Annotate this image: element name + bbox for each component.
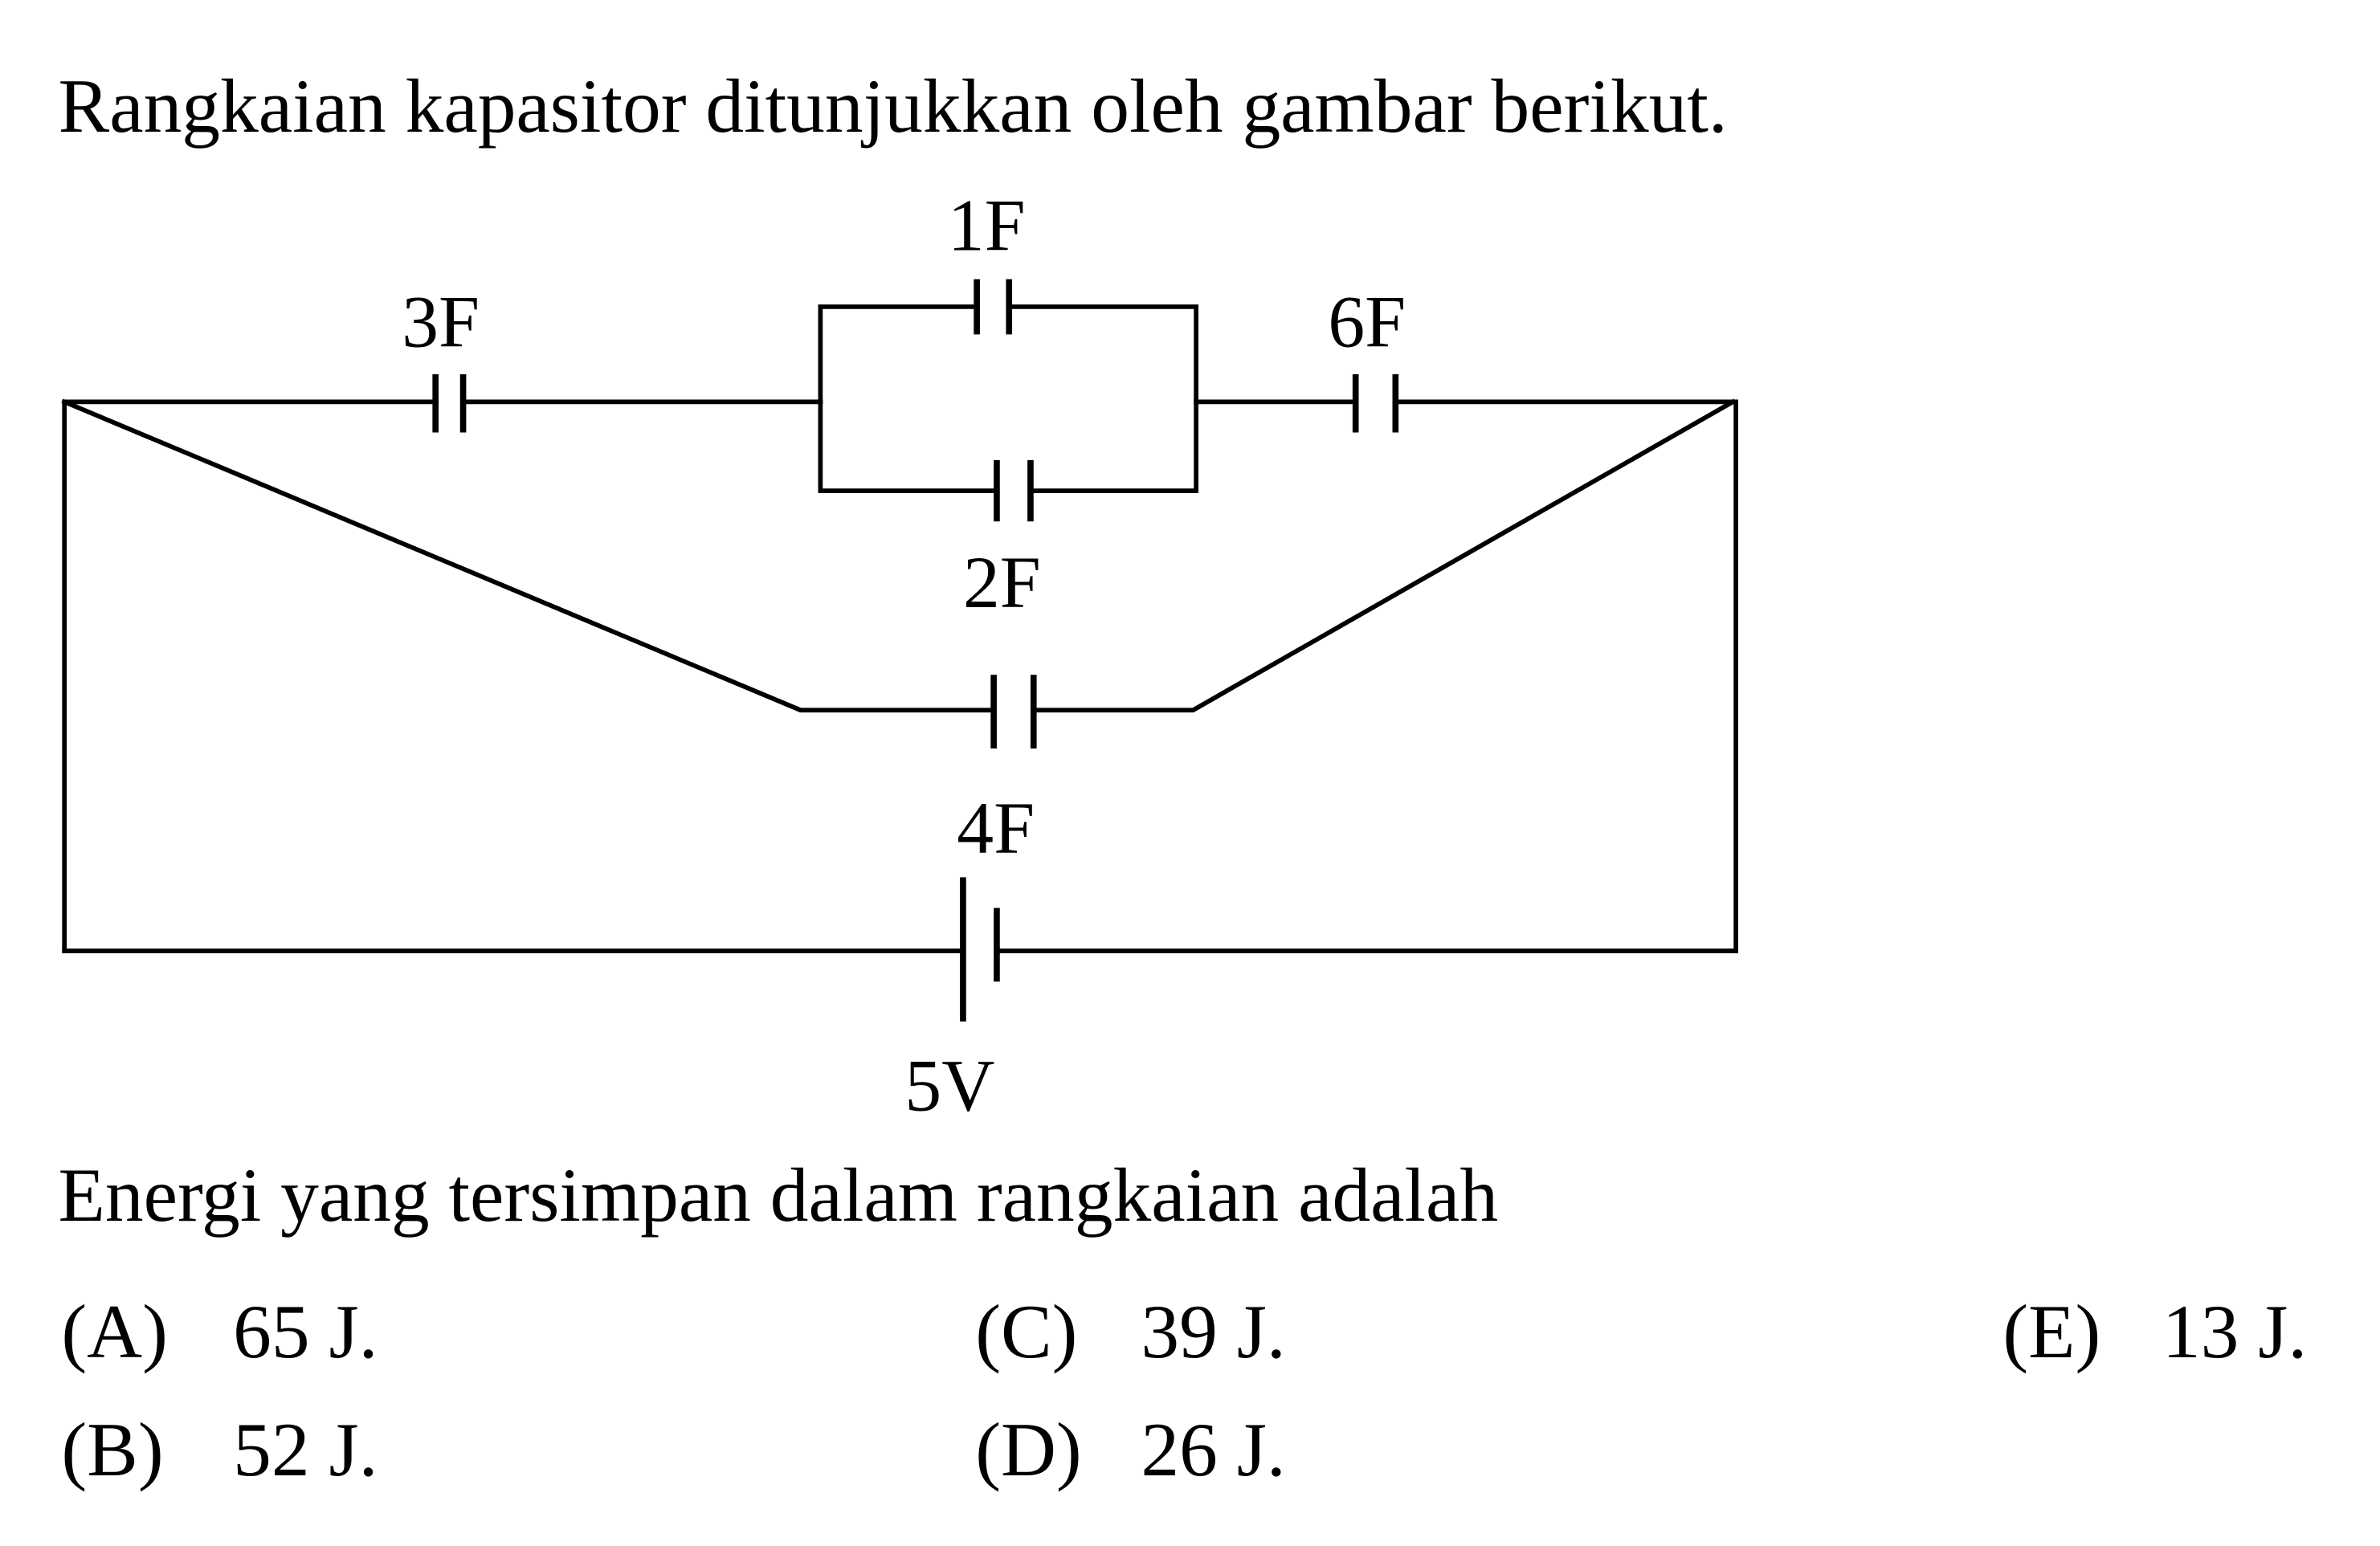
option-value: 39 J.: [1141, 1289, 1285, 1374]
capacitor-1f: [974, 279, 1013, 335]
capacitor-4f: [990, 675, 1037, 749]
label-5v: 5V: [904, 1045, 994, 1127]
label-3f: 3F: [402, 281, 480, 363]
intro-text: Rangkaian kapasitor ditunjukkan oleh gam…: [59, 63, 1728, 149]
wire-diagonal-left: [61, 398, 996, 713]
option-e[interactable]: (E) 13 J.: [2002, 1289, 2307, 1374]
wire-parallel-top-left: [818, 304, 979, 405]
option-value: 26 J.: [1141, 1407, 1285, 1492]
option-letter: (C): [975, 1289, 1077, 1374]
option-c[interactable]: (C) 39 J.: [975, 1289, 1286, 1374]
label-2f: 2F: [963, 541, 1041, 623]
capacitor-6f: [1352, 373, 1399, 433]
wire-parallel-bottom-right: [1028, 399, 1199, 493]
wire-right: [1393, 399, 1739, 953]
circuit-diagram: 1F 3F 6F 2F 4F 5V: [61, 184, 1739, 1127]
wire-left-top: [62, 399, 435, 953]
capacitor-3f: [432, 373, 467, 433]
wire-parallel-top-right: [1006, 304, 1199, 405]
option-letter: (A): [61, 1289, 168, 1374]
option-letter: (D): [975, 1407, 1082, 1492]
option-value: 52 J.: [233, 1407, 378, 1492]
prompt-text: Energi yang tersimpan dalam rangkaian ad…: [59, 1152, 1499, 1238]
wire-parallel-bottom-left: [818, 399, 999, 493]
label-6f: 6F: [1328, 281, 1406, 363]
option-a[interactable]: (A) 65 J.: [61, 1289, 378, 1374]
option-value: 13 J.: [2162, 1289, 2307, 1374]
label-4f: 4F: [957, 787, 1035, 869]
battery-symbol: [960, 877, 1000, 1022]
capacitor-2f: [994, 459, 1034, 522]
label-1f: 1F: [948, 184, 1026, 266]
option-d[interactable]: (D) 26 J.: [975, 1407, 1286, 1492]
option-letter: (E): [2002, 1289, 2100, 1374]
option-letter: (B): [61, 1407, 163, 1492]
option-value: 65 J.: [233, 1289, 378, 1374]
option-b[interactable]: (B) 52 J.: [61, 1407, 378, 1492]
wire-diagonal-right: [1031, 398, 1737, 713]
